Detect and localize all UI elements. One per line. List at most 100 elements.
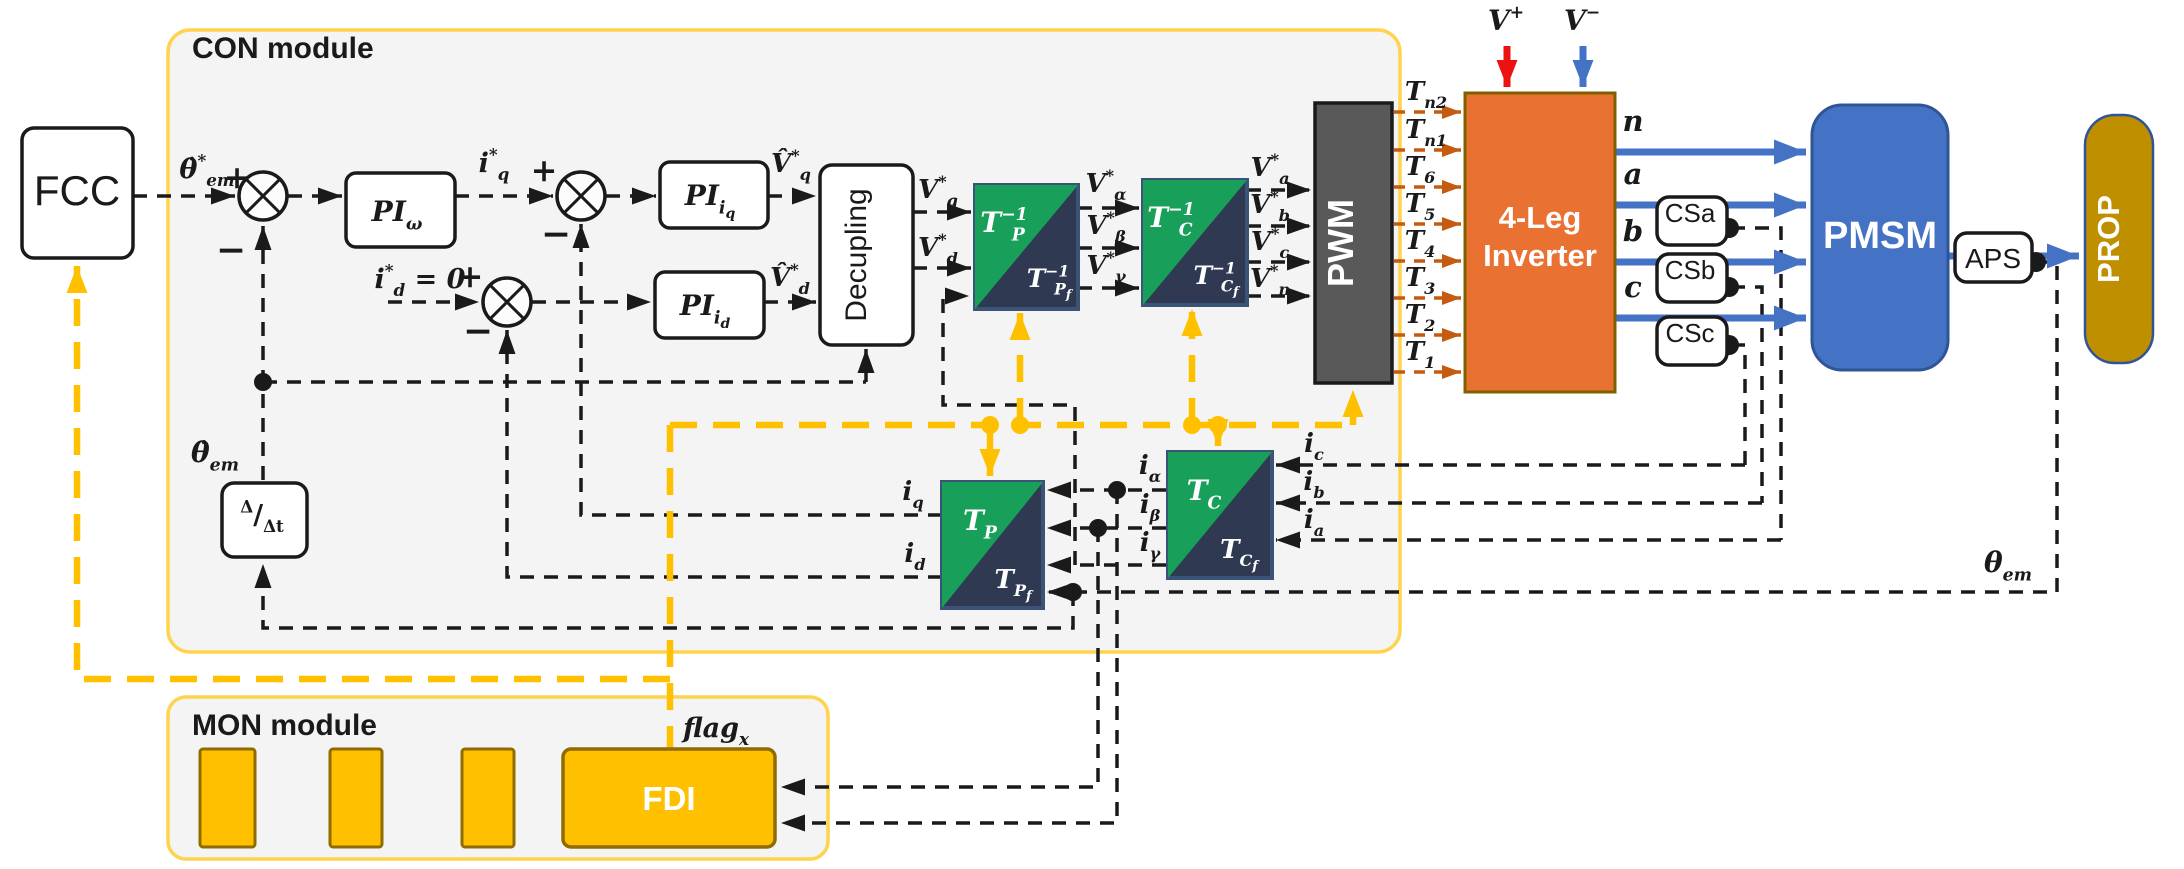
ic-label: ic <box>1304 429 1324 464</box>
csb-block <box>1655 252 1729 304</box>
vbeta-to-tc-inverse-arrowhead <box>1115 239 1139 257</box>
gate-tn1-arrowhead <box>1442 143 1461 157</box>
csa-block <box>1655 195 1729 247</box>
junction-theta-em <box>1064 583 1082 601</box>
ic-line-arrowhead <box>1276 456 1300 474</box>
gate-t3-arrowhead <box>1442 291 1461 305</box>
iq-feedback-label: iq <box>902 477 923 512</box>
id-ref-to-sum-id-arrowhead <box>455 293 479 311</box>
tc-inverse-block <box>1141 178 1249 307</box>
ialpha-label: iα <box>1139 451 1162 486</box>
csc-tap <box>1731 343 1747 465</box>
csb-label: CSb <box>1665 255 1716 285</box>
tc-feedback-block <box>1166 450 1274 580</box>
sum-iq-cross-2 <box>562 177 600 215</box>
phase-c-label: c <box>1624 270 1642 304</box>
id-feedback-label: id <box>904 539 925 574</box>
pwm-block <box>1313 101 1394 385</box>
csc-block <box>1655 315 1729 367</box>
delta-dt-block <box>220 481 309 559</box>
theta-em-to-tpf-arrowhead <box>1047 583 1071 601</box>
id-feedback-arrowhead <box>498 330 516 354</box>
junction-ibeta <box>1089 519 1107 537</box>
ialpha-to-fdi <box>781 490 1119 825</box>
tp-inverse-block-green-triangle <box>975 185 1078 309</box>
igamma-line-arrowhead <box>1047 556 1071 574</box>
vgamma-to-tc-inverse-arrowhead <box>1115 279 1139 297</box>
fcc-to-sum-speed-arrowhead <box>211 187 235 205</box>
id-ref-label: i*d = 0 <box>375 261 466 300</box>
tc-feedback-block-green-triangle <box>1168 452 1272 578</box>
tc-inverse-block-green-triangle <box>1143 180 1247 305</box>
flag-to-tp-feedback-arrowhead <box>979 449 1001 476</box>
csa-tap <box>1731 226 1783 540</box>
speed-feedback-up-arrowhead <box>254 226 272 250</box>
sum-id-minus: − <box>463 310 493 352</box>
gate-t4-arrowhead <box>1442 254 1461 268</box>
vbeta-label: V*β <box>1086 208 1126 246</box>
flag-x-label: flagx <box>681 713 750 749</box>
gate-t4-label: T4 <box>1405 226 1436 261</box>
igamma-tap-to-tpf-arrowhead <box>945 287 969 305</box>
pi-iq-to-decupling-arrowhead <box>792 187 816 205</box>
vq-hat-label: V̂*q <box>771 146 811 184</box>
phase-a-label: a <box>1624 157 1643 191</box>
decupling-block <box>818 163 915 347</box>
pi-iq-block <box>658 160 770 230</box>
flag-to-pwm-arrowhead <box>1342 390 1364 417</box>
fcc-label: FCC <box>34 167 120 214</box>
fdi-label: FDI <box>642 780 695 817</box>
gate-tn2-arrowhead <box>1442 105 1461 119</box>
vn-label: V*n <box>1250 261 1290 299</box>
sum-id-cross-2 <box>488 283 526 321</box>
phase-b-arrowhead <box>1774 249 1806 275</box>
phase-b-label: b <box>1623 214 1643 248</box>
vc-to-pwm-arrowhead <box>1287 253 1311 271</box>
gate-t3-label: T3 <box>1405 263 1436 298</box>
tp-inverse-block <box>973 183 1080 311</box>
layer-lines <box>66 46 2079 832</box>
sum-iq-minus: − <box>541 213 571 255</box>
sum-speed <box>237 170 289 222</box>
v-plus-label: V+ <box>1488 3 1524 37</box>
phase-n-arrowhead <box>1774 139 1806 165</box>
iq-feedback <box>579 224 942 517</box>
aps-to-prop-arrowhead <box>2047 243 2079 269</box>
theta-em-to-delta-dt-arrowhead <box>254 564 272 588</box>
tcf-feedback-label: TCf <box>1220 535 1260 574</box>
ibeta-line-arrowhead <box>1047 519 1071 537</box>
prop-block <box>2083 113 2155 365</box>
sum-iq-plus: + <box>531 151 558 189</box>
sum-id-to-pi-id-arrowhead <box>627 293 651 311</box>
tp-feedback-block-green-triangle <box>942 482 1043 608</box>
sum-speed-minus: − <box>216 229 246 271</box>
fcc-block <box>20 126 135 260</box>
gate-t5-arrowhead <box>1442 217 1461 231</box>
pi-omega-label: PIω <box>371 195 423 234</box>
layer-sums <box>237 170 607 328</box>
gate-tn1-label: Tn1 <box>1405 115 1447 150</box>
sum-speed-to-pi-omega-arrowhead <box>318 187 342 205</box>
vq-to-tp-inverse-arrowhead <box>947 203 971 221</box>
vb-to-pwm-arrowhead <box>1287 217 1311 235</box>
csb-tap <box>1731 285 1764 503</box>
vgamma-label: V*γ <box>1086 248 1127 286</box>
vc-label: V*c <box>1251 224 1290 262</box>
iq-ref-label: i*q <box>479 145 510 184</box>
valpha-label: V*α <box>1085 166 1127 204</box>
inverter-label-line2: Inverter <box>1483 238 1597 273</box>
csc-label: CSc <box>1665 318 1714 348</box>
vd-to-tp-inverse-arrowhead <box>947 259 971 277</box>
v-minus-supply-arrowhead <box>1572 60 1594 87</box>
va-label: V*a <box>1250 150 1289 188</box>
flag-to-fcc-arrowhead <box>66 266 88 293</box>
theta-dot-em-label: θ̇em <box>191 436 239 475</box>
junction-speed-feedback <box>254 373 272 391</box>
inverter-label-line1: 4-Leg <box>1499 200 1582 235</box>
v-plus-supply-arrowhead <box>1496 60 1518 87</box>
sum-speed-plus: + <box>224 158 251 196</box>
